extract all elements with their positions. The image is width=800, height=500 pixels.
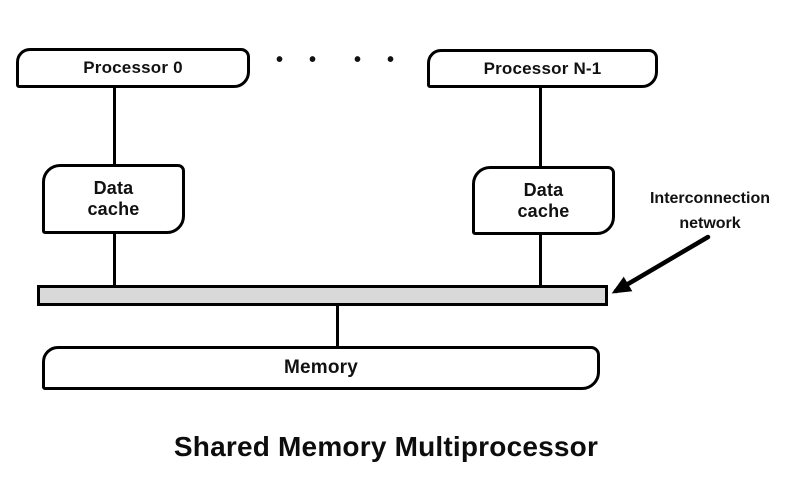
ellipsis-dot: • bbox=[276, 49, 284, 71]
ellipsis-dot: • bbox=[309, 49, 317, 71]
memory-box: Memory bbox=[42, 346, 600, 390]
connector-bus-memory bbox=[336, 304, 339, 347]
processor-0-box: Processor 0 bbox=[16, 48, 250, 88]
processor-n-1-box: Processor N-1 bbox=[427, 49, 658, 88]
ellipsis-dot: • bbox=[387, 49, 395, 71]
connector-processor0-cache bbox=[113, 86, 116, 166]
connector-processorN-cache bbox=[539, 86, 542, 168]
connector-cacheRight-bus bbox=[539, 233, 542, 287]
diagram-title: Shared Memory Multiprocessor bbox=[173, 431, 599, 462]
data-cache-right-box: Data cache bbox=[472, 166, 615, 235]
interconnect-arrow bbox=[611, 234, 711, 294]
connector-cacheLeft-bus bbox=[113, 232, 116, 287]
interconnection-network-label: Interconnection network bbox=[649, 190, 770, 232]
data-cache-left-box: Data cache bbox=[42, 164, 185, 234]
ellipsis-dot: • bbox=[354, 49, 362, 71]
interconnection-bus-bar bbox=[37, 285, 608, 306]
